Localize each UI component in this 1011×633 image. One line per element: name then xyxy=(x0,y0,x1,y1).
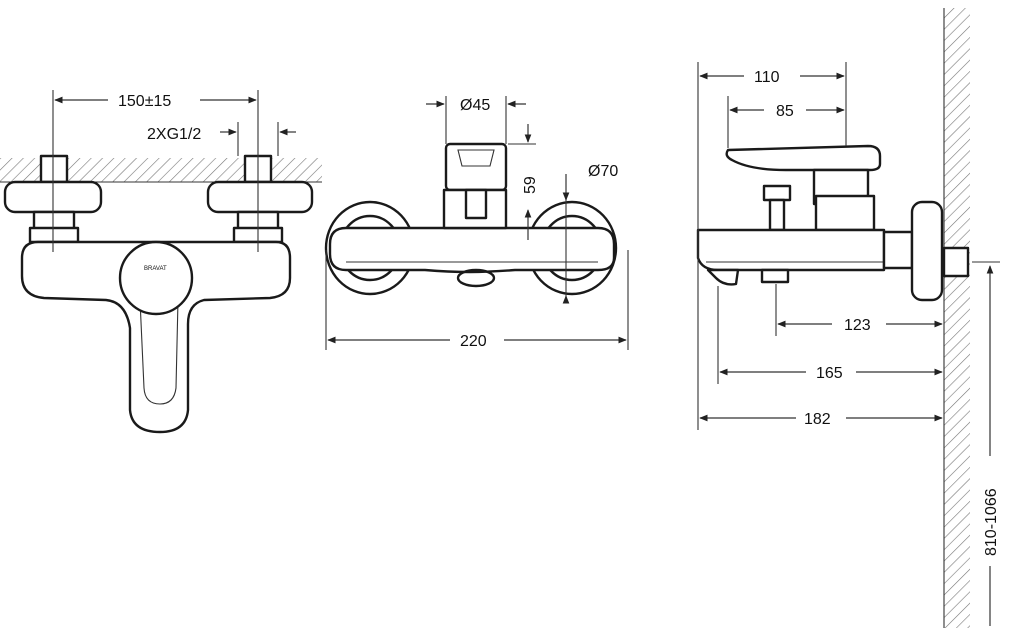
cartridge-cap xyxy=(118,240,194,316)
escutcheon-right xyxy=(206,180,314,214)
nut-left-lower xyxy=(28,226,80,244)
handle-top xyxy=(444,142,508,192)
dim-handle-height: 59 xyxy=(522,176,539,194)
dim-lever-offset: 85 xyxy=(776,103,794,120)
fitting-left xyxy=(39,154,69,184)
connector xyxy=(882,230,914,270)
spout xyxy=(706,268,740,286)
wall-hatch xyxy=(944,8,970,628)
dim-connection-spacing: 150±15 xyxy=(118,93,171,110)
dim-handle-diameter: Ø45 xyxy=(460,97,490,114)
dim-spout-to-wall-mid: 165 xyxy=(816,365,843,382)
side-body xyxy=(696,228,886,272)
dim-cap-diameter: Ø70 xyxy=(588,163,618,180)
dim-lever-length: 110 xyxy=(754,69,780,86)
dim-spout-to-wall-short: 123 xyxy=(844,317,871,334)
lever xyxy=(725,144,882,172)
mixer-body xyxy=(20,240,292,434)
front-view: BRAVAT 150±15 2XG1/2 xyxy=(0,90,322,434)
cartridge-housing xyxy=(814,194,876,232)
dim-overall-depth: 182 xyxy=(804,411,831,428)
brand-logo: BRAVAT xyxy=(144,266,167,272)
side-escutcheon xyxy=(910,200,944,302)
dim-overall-width: 220 xyxy=(460,333,487,350)
diverter-knob-top xyxy=(762,184,792,202)
diverter-knob-stem xyxy=(768,198,786,232)
aerator xyxy=(456,268,496,288)
side-fitting xyxy=(942,246,970,278)
top-view: Ø45 59 Ø70 220 xyxy=(324,96,629,350)
top-body xyxy=(328,226,616,274)
side-view: 110 85 123 165 182 810-1066 xyxy=(696,8,1000,628)
dim-connection-thread: 2XG1/2 xyxy=(147,126,201,143)
dim-mount-height: 810-1066 xyxy=(983,488,1000,556)
handle-stem xyxy=(464,188,488,220)
shower-outlet xyxy=(760,268,790,284)
